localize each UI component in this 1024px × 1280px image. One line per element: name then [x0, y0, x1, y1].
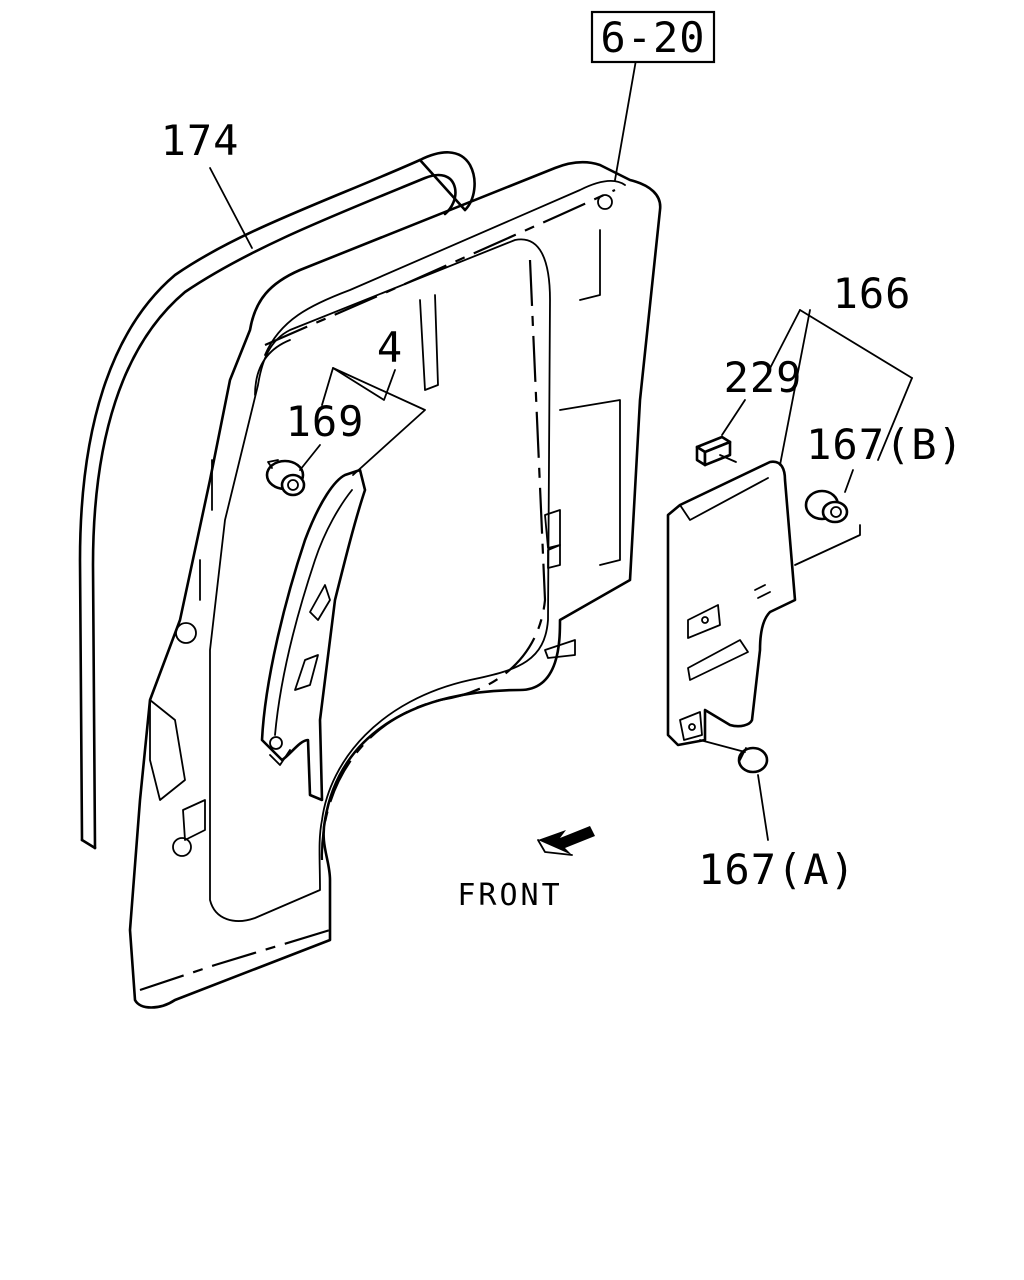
rivet-167a[interactable] [699, 739, 769, 774]
pillar-trim-4[interactable] [260, 468, 367, 802]
reference-box[interactable]: 6-20 [590, 10, 716, 64]
clip-167b[interactable] [804, 489, 849, 524]
front-label: FRONT [457, 878, 562, 913]
callout-229: 229 [724, 353, 803, 402]
weatherstrip-174 [78, 151, 476, 850]
callout-174: 174 [161, 116, 240, 165]
callout-167b: 167(B) [806, 420, 964, 469]
pad-229[interactable] [695, 435, 732, 467]
callout-169: 169 [286, 397, 365, 446]
front-arrow-icon [538, 826, 595, 855]
trim-panel-166[interactable] [666, 460, 797, 747]
callout-4: 4 [377, 323, 403, 372]
callout-166: 166 [833, 269, 912, 318]
leader-lines [209, 59, 913, 841]
clip-169[interactable] [265, 459, 306, 497]
callout-167a: 167(A) [698, 845, 856, 894]
door-panel [128, 160, 662, 1009]
reference-label: 6-20 [600, 13, 705, 62]
front-direction: FRONT [457, 826, 595, 913]
callout-labels: 174 4 169 166 229 167(B) 167(A) [161, 116, 964, 894]
